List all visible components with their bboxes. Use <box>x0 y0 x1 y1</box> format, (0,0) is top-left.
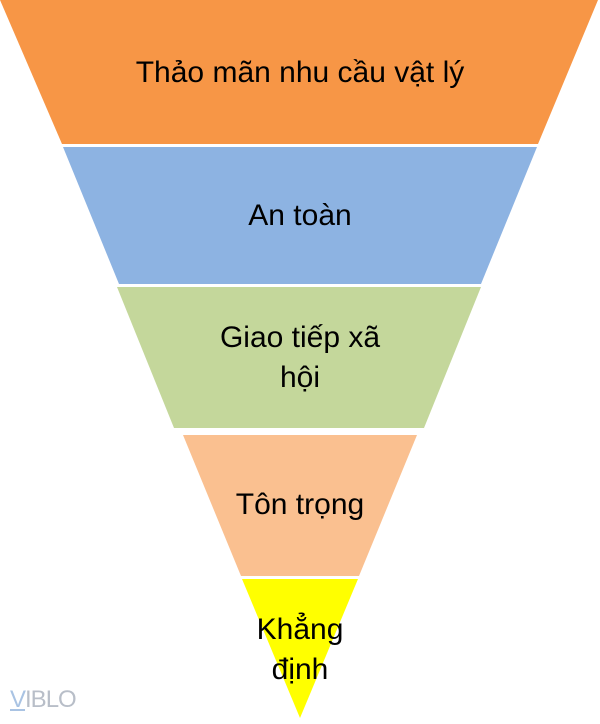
level-2-label: An toàn <box>248 199 352 232</box>
level-2-band <box>63 147 537 284</box>
viblo-watermark: VIBLO <box>10 686 77 714</box>
level-3-label-line1: Giao tiếp xã <box>219 321 381 354</box>
level-4-label: Tôn trọng <box>235 488 365 521</box>
level-1-band <box>0 0 598 144</box>
watermark-v: V <box>10 686 26 713</box>
level-3-band <box>117 287 481 428</box>
level-5-band <box>242 579 358 718</box>
level-1-label: Thảo mãn nhu cầu vật lý <box>135 56 465 89</box>
level-5-label-line2: định <box>271 653 329 686</box>
level-4-band <box>183 435 417 576</box>
watermark-rest: IBLO <box>25 686 77 713</box>
level-3-label-line2: hội <box>279 361 321 394</box>
level-5-label-line1: Khẳng <box>256 613 344 646</box>
